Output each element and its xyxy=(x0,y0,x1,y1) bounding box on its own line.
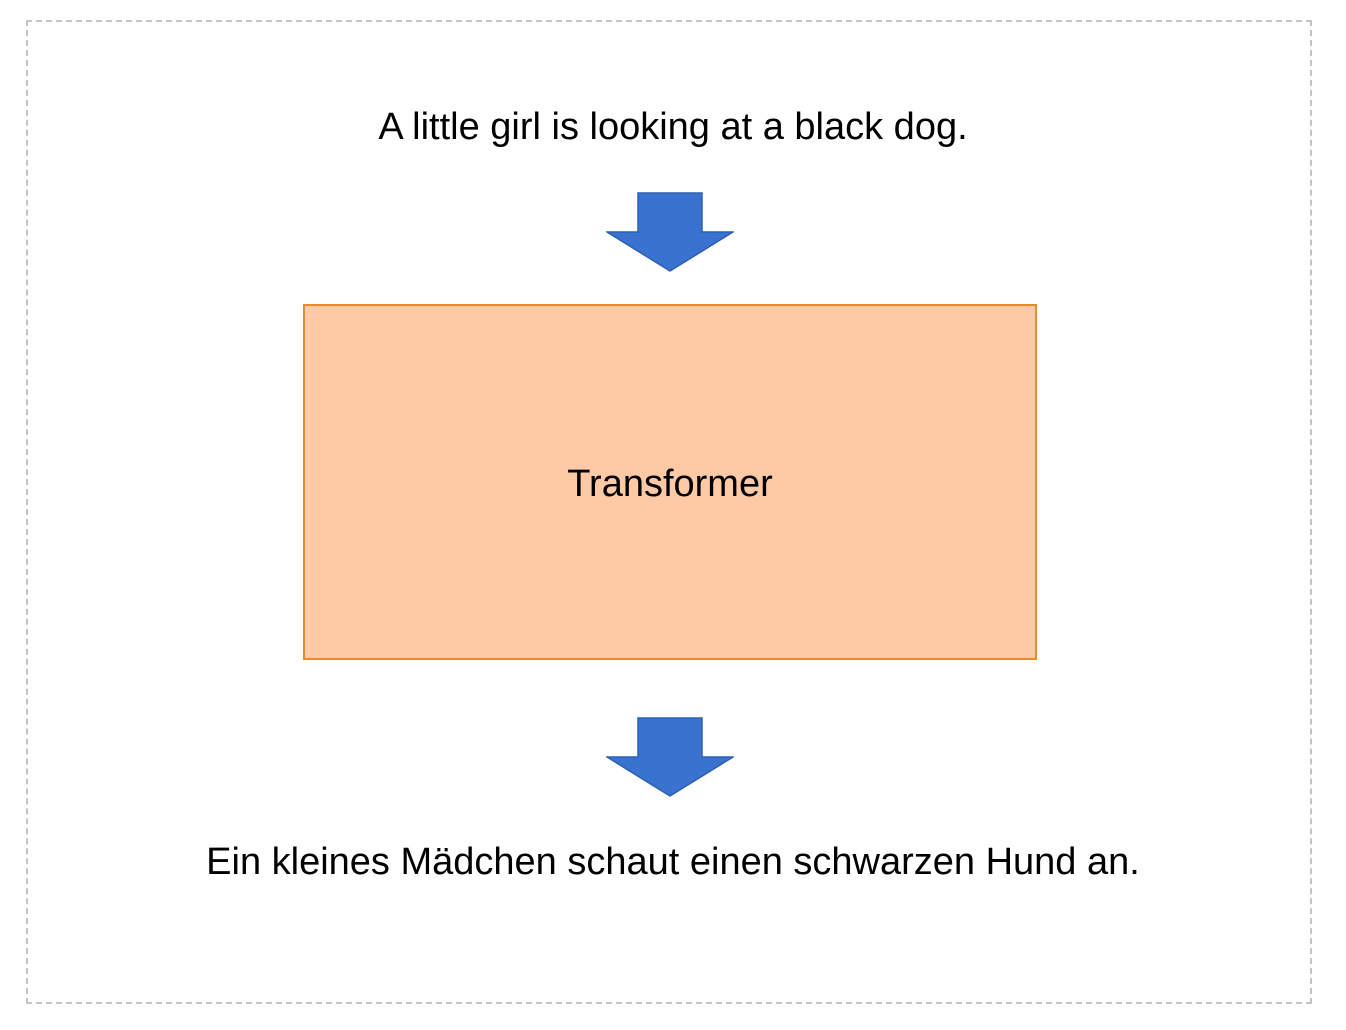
arrow-shape xyxy=(606,717,734,797)
arrow-shape xyxy=(606,192,734,272)
down-arrow-icon xyxy=(606,717,734,797)
diagram-frame xyxy=(26,20,1312,1004)
transformer-box: Transformer xyxy=(303,304,1037,660)
transformer-label: Transformer xyxy=(567,463,773,505)
down-arrow-icon xyxy=(606,192,734,272)
output-sentence: Ein kleines Mädchen schaut einen schwarz… xyxy=(206,841,1140,883)
input-sentence: A little girl is looking at a black dog. xyxy=(378,106,968,148)
